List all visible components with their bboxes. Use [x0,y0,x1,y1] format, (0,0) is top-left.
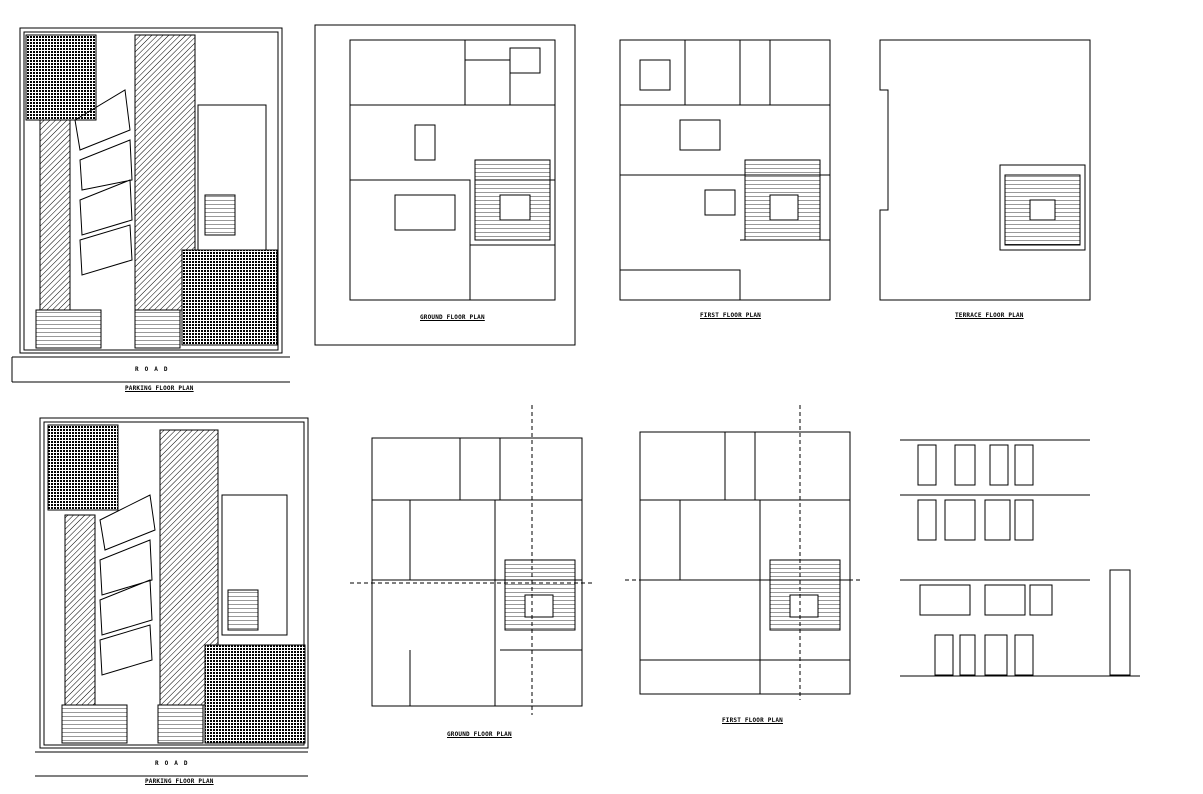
terrace-floor-plan-title: TERRACE FLOOR PLAN [955,312,1024,319]
door-window-details [900,439,1140,677]
road-label-top: ROAD [135,366,174,373]
parking-floor-plan-top [11,27,290,383]
parking-floor-plan-title-bottom: PARKING FLOOR PLAN [145,778,214,785]
road-label-bottom: ROAD [155,760,194,767]
terrace-floor-plan-top [879,39,1091,301]
ground-floor-plan-title-bottom: GROUND FLOOR PLAN [447,731,512,738]
parking-floor-plan-title-top: PARKING FLOOR PLAN [125,385,194,392]
ground-floor-plan-title-top: GROUND FLOOR PLAN [420,314,485,321]
first-floor-plan-top [619,39,831,301]
first-floor-plan-title-top: FIRST FLOOR PLAN [700,312,761,319]
ground-floor-plan-bottom [350,405,595,715]
first-floor-plan-bottom [625,405,860,700]
parking-floor-plan-bottom [35,417,309,777]
first-floor-plan-title-bottom: FIRST FLOOR PLAN [722,717,783,724]
ground-floor-plan-top [314,24,576,346]
